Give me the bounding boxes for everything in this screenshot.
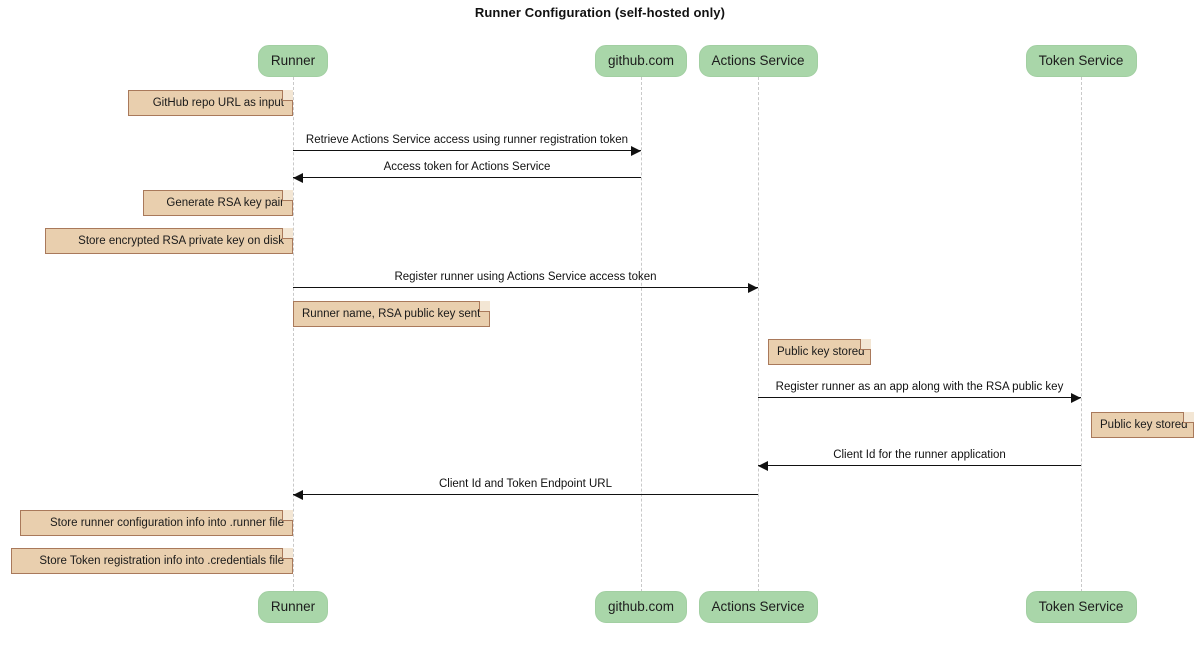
note-fold-icon — [282, 510, 293, 521]
arrowhead-right-icon — [631, 146, 641, 156]
note-label: Public key stored — [1100, 419, 1188, 431]
message-label-2: Register runner using Actions Service ac… — [394, 271, 657, 283]
participant-footer-actions[interactable]: Actions Service — [698, 591, 818, 623]
note-2: Store encrypted RSA private key on disk — [45, 228, 293, 254]
note-5: Public key stored — [1091, 412, 1194, 438]
note-label: Store runner configuration info into .ru… — [50, 517, 284, 529]
lifeline-github — [641, 77, 642, 592]
note-label: Generate RSA key pair — [166, 197, 284, 209]
participant-footer-token[interactable]: Token Service — [1025, 591, 1137, 623]
participant-header-github[interactable]: github.com — [595, 45, 687, 77]
note-fold-icon — [282, 190, 293, 201]
note-6: Store runner configuration info into .ru… — [20, 510, 293, 536]
message-line-2 — [293, 287, 758, 288]
message-label-1: Access token for Actions Service — [383, 161, 551, 173]
message-line-0 — [293, 150, 641, 151]
arrowhead-left-icon — [758, 461, 768, 471]
note-label: GitHub repo URL as input — [152, 97, 284, 109]
note-fold-icon — [860, 339, 871, 350]
message-line-3 — [758, 397, 1081, 398]
message-line-1 — [293, 177, 641, 178]
arrowhead-right-icon — [1071, 393, 1081, 403]
message-label-5: Client Id and Token Endpoint URL — [438, 478, 613, 490]
message-label-3: Register runner as an app along with the… — [775, 381, 1064, 393]
note-fold-icon — [282, 228, 293, 239]
note-1: Generate RSA key pair — [143, 190, 293, 216]
note-label: Runner name, RSA public key sent — [302, 308, 481, 320]
participant-footer-github[interactable]: github.com — [595, 591, 687, 623]
message-line-4 — [758, 465, 1081, 466]
note-label: Store encrypted RSA private key on disk — [78, 235, 284, 247]
message-line-5 — [293, 494, 758, 495]
participant-footer-runner[interactable]: Runner — [258, 591, 328, 623]
note-3: Runner name, RSA public key sent — [293, 301, 490, 327]
note-fold-icon — [1183, 412, 1194, 423]
lifeline-actions — [758, 77, 759, 592]
note-fold-icon — [282, 548, 293, 559]
participant-header-runner[interactable]: Runner — [258, 45, 328, 77]
arrowhead-right-icon — [748, 283, 758, 293]
note-0: GitHub repo URL as input — [128, 90, 293, 116]
message-label-4: Client Id for the runner application — [833, 449, 1006, 461]
diagram-title: Runner Configuration (self-hosted only) — [474, 5, 726, 20]
lifeline-token — [1081, 77, 1082, 592]
note-4: Public key stored — [768, 339, 871, 365]
message-label-0: Retrieve Actions Service access using ru… — [305, 134, 629, 146]
participant-header-actions[interactable]: Actions Service — [698, 45, 818, 77]
arrowhead-left-icon — [293, 173, 303, 183]
arrowhead-left-icon — [293, 490, 303, 500]
note-7: Store Token registration info into .cred… — [11, 548, 293, 574]
note-fold-icon — [282, 90, 293, 101]
note-label: Store Token registration info into .cred… — [39, 555, 284, 567]
lifeline-runner — [293, 77, 294, 592]
participant-header-token[interactable]: Token Service — [1025, 45, 1137, 77]
note-fold-icon — [479, 301, 490, 312]
note-label: Public key stored — [777, 346, 865, 358]
